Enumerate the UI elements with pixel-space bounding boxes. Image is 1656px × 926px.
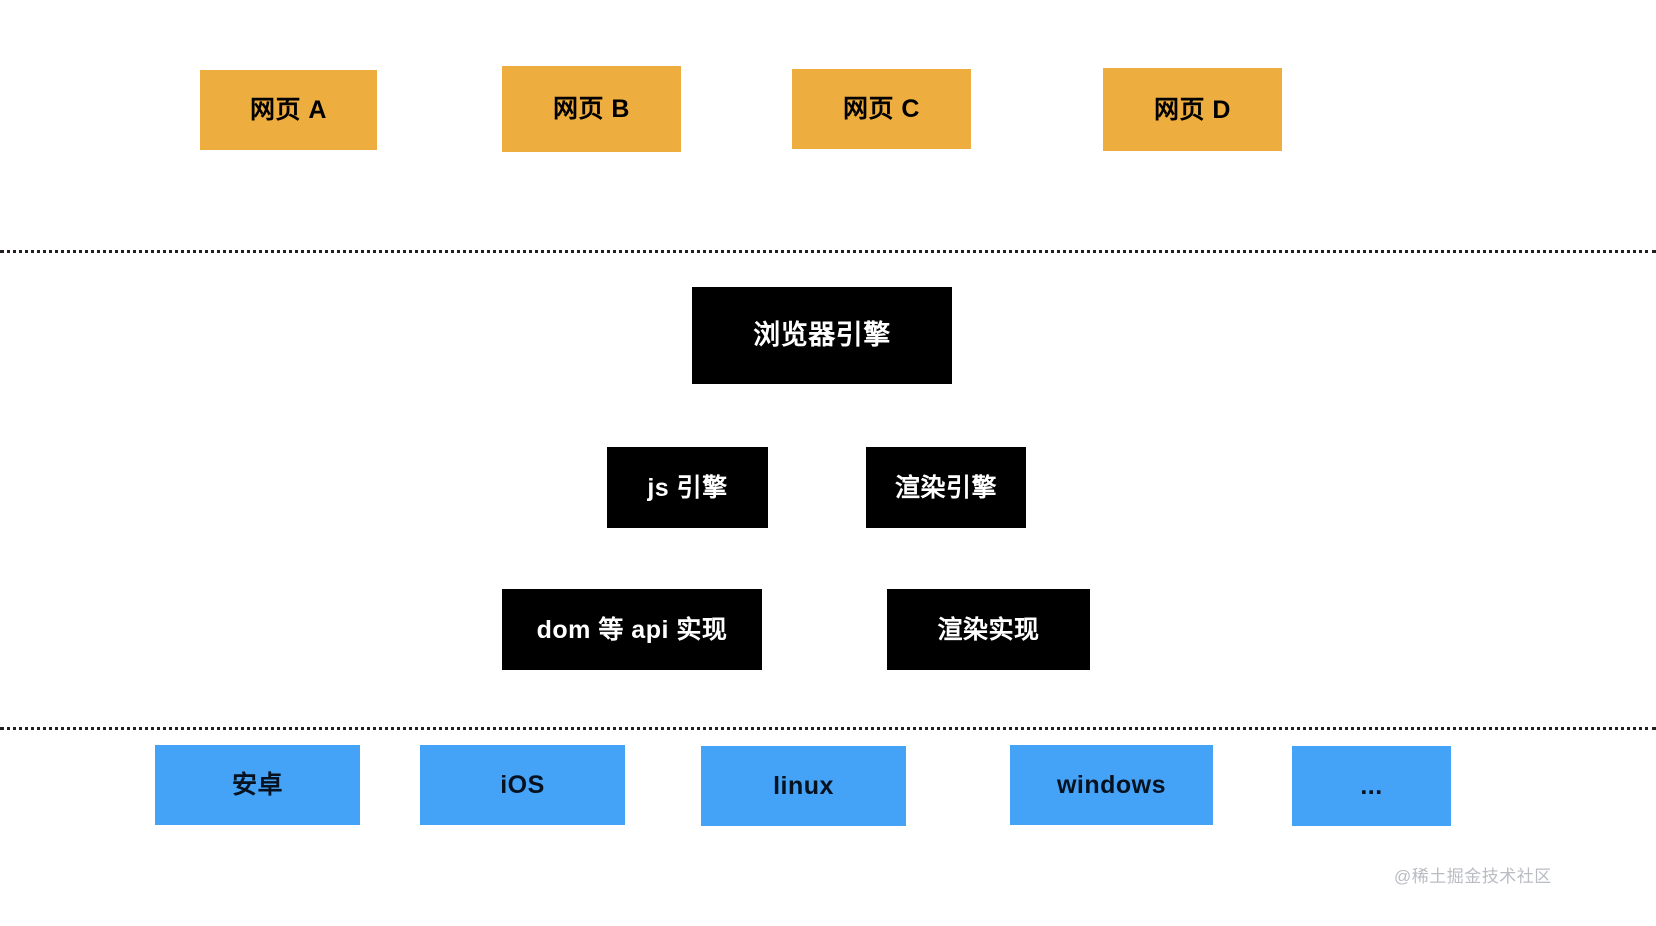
node-js-engine: js 引擎 [607,447,768,528]
node-label: 安卓 [231,771,283,799]
node-os-linux: linux [701,746,906,826]
node-web-page-b: 网页 B [502,66,681,152]
node-label: 渲染实现 [937,615,1040,644]
node-os-more: ... [1292,746,1451,826]
node-label: linux [773,772,834,800]
node-label: dom 等 api 实现 [536,615,728,644]
node-label: 网页 B [552,95,630,123]
divider-engine-os [0,727,1656,730]
node-web-page-d: 网页 D [1103,68,1282,151]
node-os-windows: windows [1010,745,1213,825]
divider-pages-engine [0,250,1656,253]
node-render-engine: 渲染引擎 [866,447,1026,528]
watermark: @稀土掘金技术社区 [1394,867,1552,886]
node-browser-engine: 浏览器引擎 [692,287,952,384]
node-label: iOS [500,771,545,799]
node-label: 网页 A [249,96,327,124]
node-dom-api-implementation: dom 等 api 实现 [502,589,762,670]
node-label: 网页 D [1153,95,1231,124]
node-label: 网页 C [842,95,920,123]
node-render-implementation: 渲染实现 [887,589,1090,670]
node-os-ios: iOS [420,745,625,825]
node-label: ... [1360,772,1383,800]
node-label: 浏览器引擎 [753,320,891,351]
node-web-page-c: 网页 C [792,69,971,149]
node-web-page-a: 网页 A [200,70,377,150]
node-label: 渲染引擎 [894,473,997,502]
node-os-android: 安卓 [155,745,360,825]
node-label: js 引擎 [647,473,728,502]
node-label: windows [1056,771,1167,799]
